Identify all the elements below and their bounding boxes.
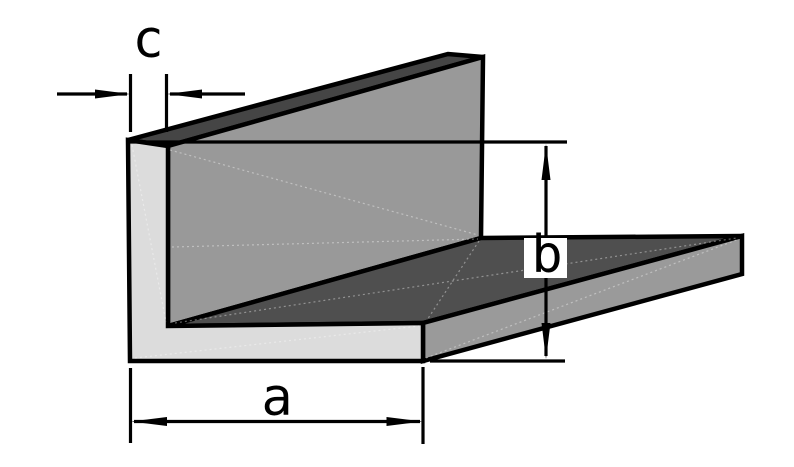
seam-front-vertical-leg: [131, 144, 167, 323]
seam-flange-top-short: [426, 240, 480, 321]
dimension-a: a: [128, 367, 425, 444]
dim-b-arrow-down-icon: [541, 323, 551, 359]
dimension-b: b: [129, 140, 567, 363]
dim-c-arrow-right-icon: [95, 89, 130, 99]
face-seam-lines: [131, 144, 740, 359]
dim-a-label: a: [261, 368, 292, 428]
dim-b-label: b: [531, 225, 562, 285]
seam-web-diagonal: [169, 149, 479, 236]
dim-c-arrow-left-icon: [167, 89, 202, 99]
seam-flange-side: [425, 238, 740, 359]
dim-a-arrow-left-icon: [131, 417, 167, 426]
dim-b-arrow-up-icon: [541, 144, 551, 180]
front-cross-section-face: [125, 137, 426, 364]
angle-profile-solid: [125, 51, 745, 364]
seam-web-horizontal: [171, 238, 479, 248]
dim-a-arrow-right-icon: [386, 417, 423, 426]
dim-c-label: c: [132, 10, 163, 70]
dimension-c: c: [57, 10, 245, 132]
dim-b-label-box: [524, 238, 567, 278]
